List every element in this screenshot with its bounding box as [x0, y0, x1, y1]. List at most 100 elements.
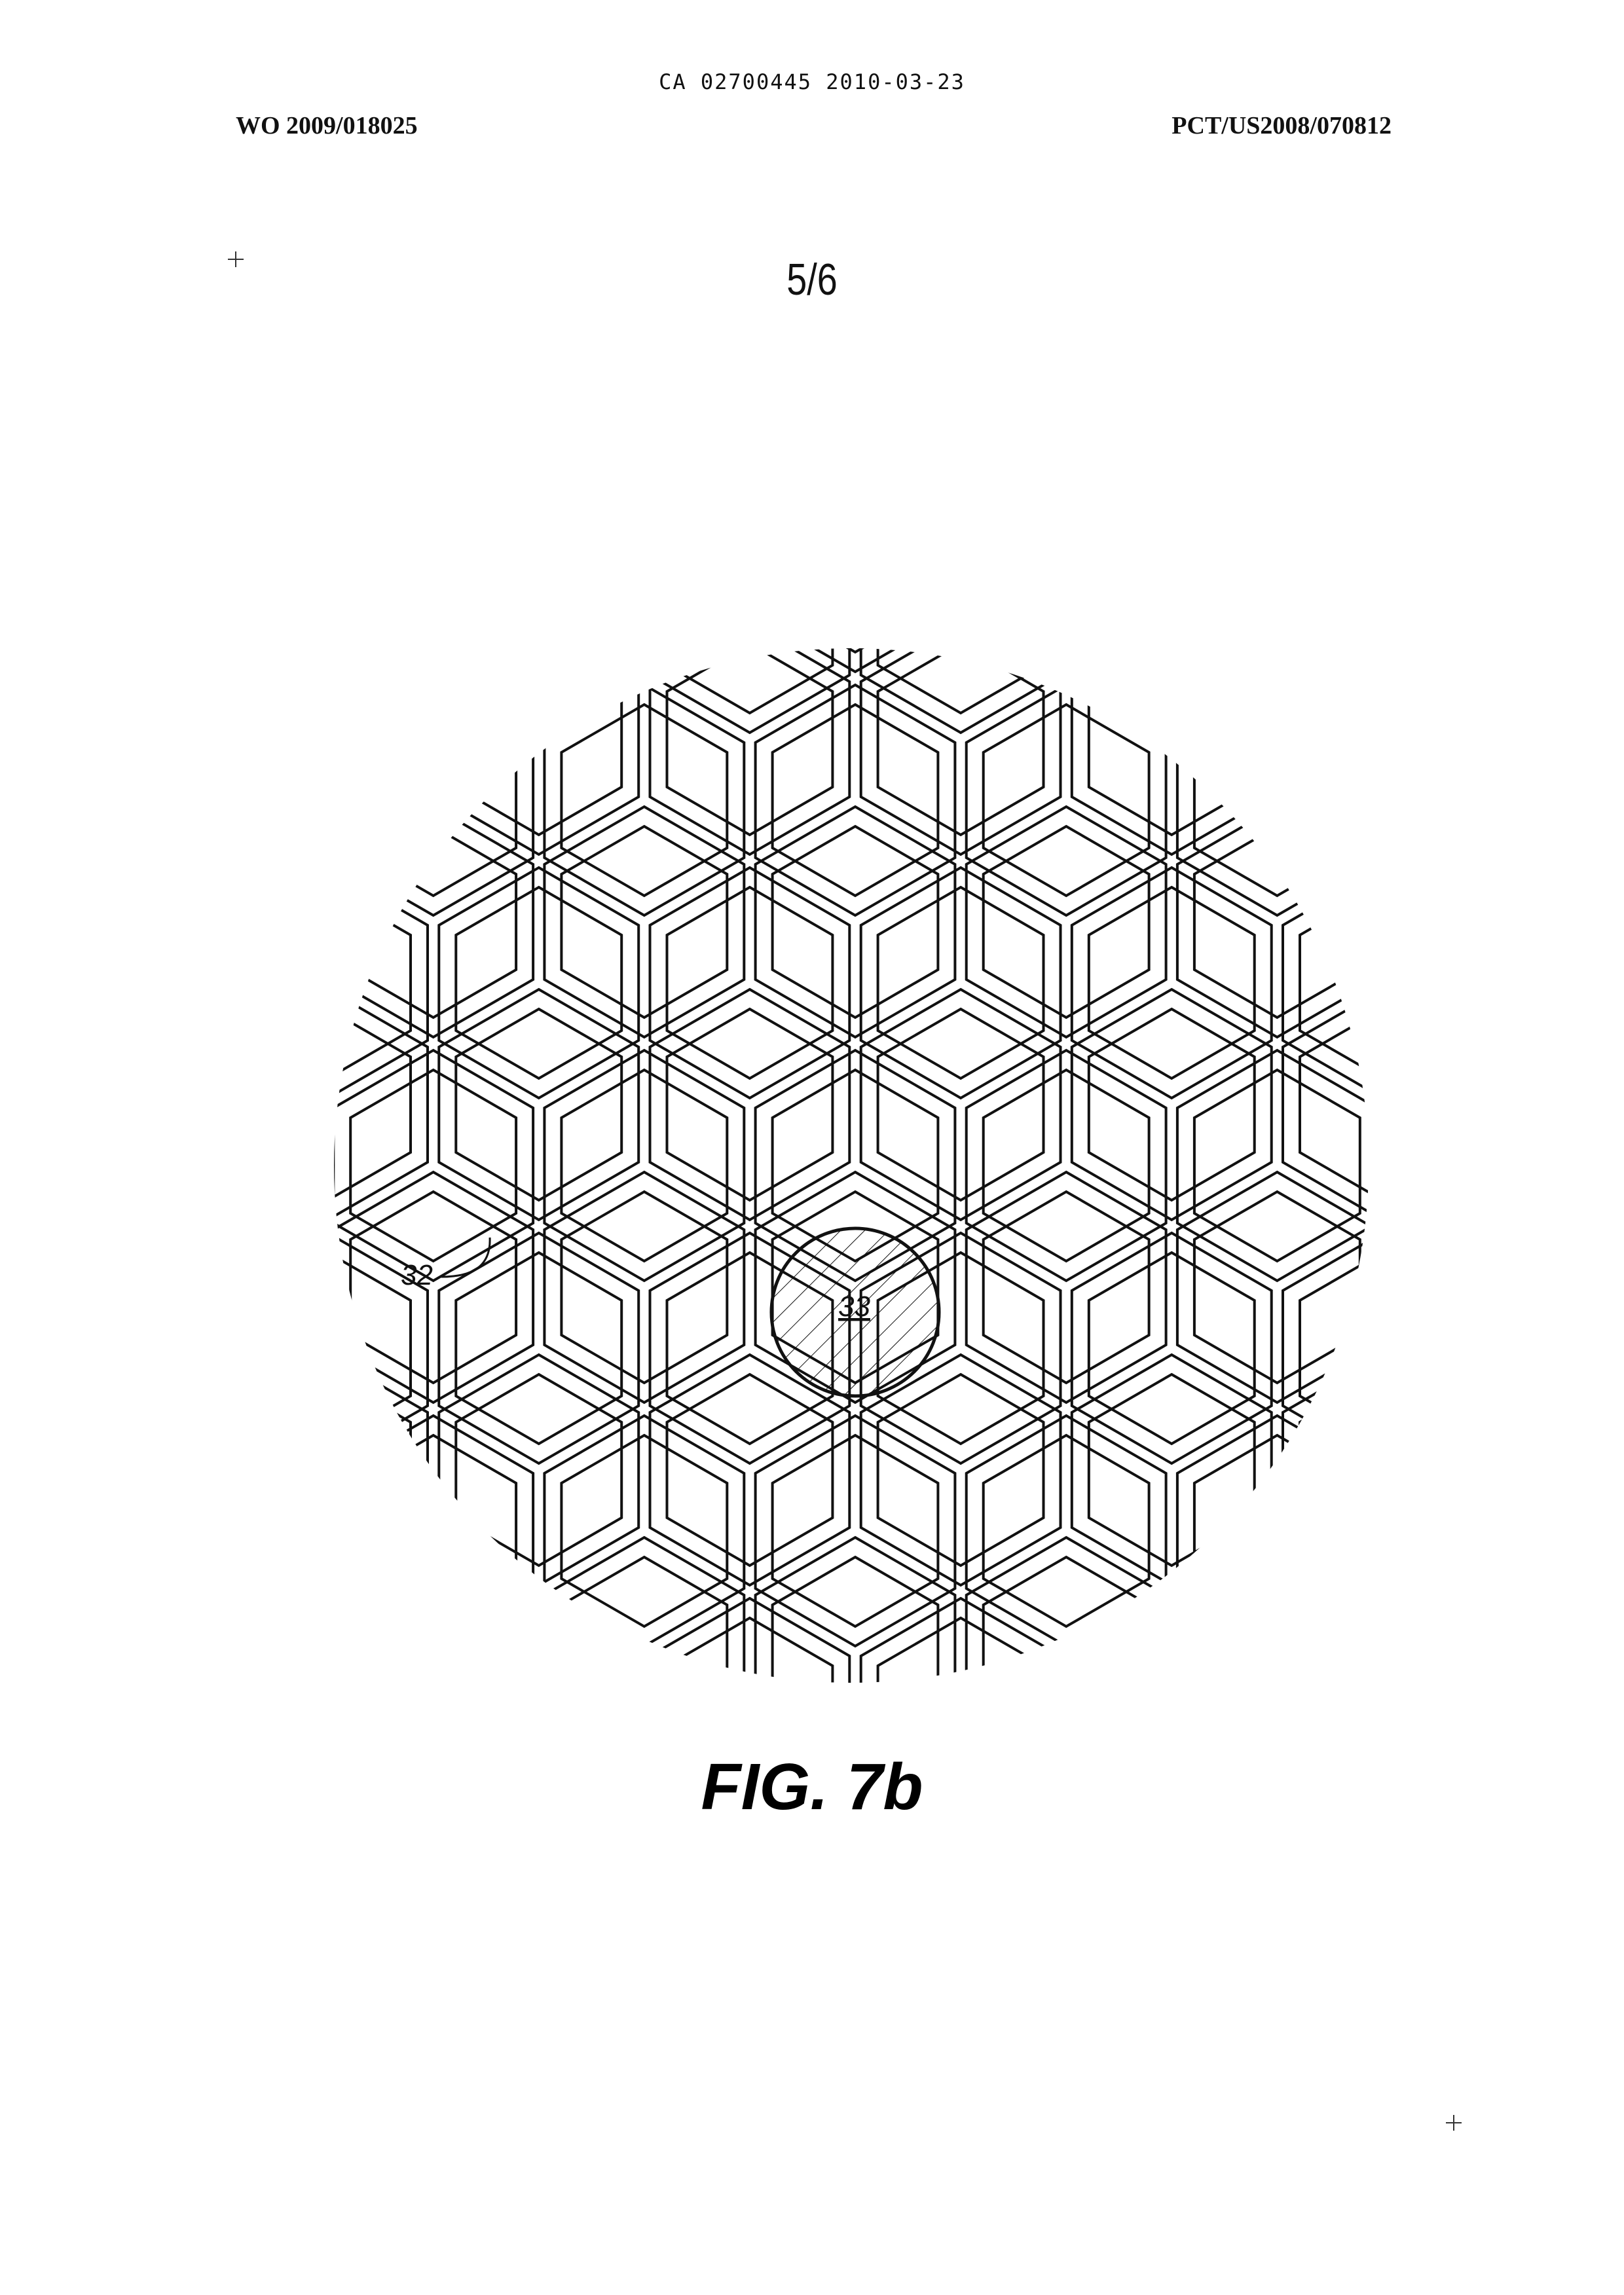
front-lattice-cell-81-inner: [1300, 887, 1466, 1078]
offset-lattice-cell-168-outer: [1388, 1537, 1588, 1768]
front-lattice-cell-115-inner: [245, 1253, 411, 1444]
offset-lattice-cell-10-outer: [861, 259, 1061, 489]
front-lattice-cell-145-inner: [984, 1435, 1149, 1626]
front-lattice-cell-150-outer: [1599, 1416, 1624, 1646]
offset-lattice-cell-14-outer: [1283, 259, 1483, 489]
front-lattice-cell-141-inner: [561, 1435, 727, 1626]
offset-lattice-cell-55-inner: [878, 644, 1044, 835]
front-lattice-cell-151-inner: [1616, 1435, 1624, 1626]
front-lattice-cell-97-inner: [561, 1070, 727, 1261]
offset-lattice-cell-34-outer: [1177, 441, 1377, 672]
front-lattice-cell-13-inner: [984, 339, 1149, 530]
front-lattice-cell-112-outer: [17, 1233, 217, 1463]
offset-lattice-cell-82-outer: [1599, 807, 1624, 1037]
front-lattice-cell-91-inner: [0, 1070, 94, 1261]
offset-lattice-cell-23-inner: [0, 461, 94, 652]
front-lattice-cell-52-outer: [544, 685, 744, 915]
front-lattice-cell-80-outer: [1283, 868, 1483, 1098]
front-lattice-cell-66-outer: [0, 868, 6, 1098]
offset-lattice-cell-50-outer: [439, 624, 638, 854]
front-lattice-cell-110-outer: [0, 1233, 6, 1463]
offset-lattice-cell-157-inner: [139, 1557, 305, 1748]
front-lattice-cell-56-outer: [967, 685, 1166, 915]
offset-lattice-cell-160-outer: [544, 1537, 744, 1768]
offset-lattice-cell-31-inner: [773, 461, 938, 652]
offset-lattice-cell-169-inner: [1405, 1557, 1571, 1748]
front-lattice-cell-61-inner: [1405, 705, 1571, 896]
offset-lattice-cell-38-outer: [1599, 441, 1624, 672]
front-lattice-cell-11-inner: [773, 339, 938, 530]
front-lattice-cell-142-outer: [756, 1416, 955, 1646]
offset-lattice-cell-101-inner: [1089, 1009, 1255, 1200]
front-lattice-cell-31-inner: [667, 522, 833, 713]
front-lattice-cell-70-outer: [228, 868, 428, 1098]
offset-lattice-cell-136-outer: [228, 1355, 428, 1585]
front-lattice-cell-28-outer: [439, 502, 638, 733]
offset-lattice-cell-36-outer: [1388, 441, 1588, 672]
offset-lattice-cell-116-outer: [544, 1172, 744, 1403]
offset-lattice-cell-3-inner: [34, 278, 200, 469]
front-lattice-cell-5-inner: [139, 339, 305, 530]
front-lattice-cell-134-outer: [0, 1416, 111, 1646]
front-lattice-cell-50-outer: [333, 685, 533, 915]
front-lattice-cell-51-inner: [350, 705, 516, 896]
offset-lattice-cell-59-inner: [1300, 644, 1466, 835]
offset-lattice-cell-74-outer: [756, 807, 955, 1037]
front-lattice-cell-25-inner: [34, 522, 200, 713]
front-lattice-cell-114-outer: [228, 1233, 428, 1463]
offset-lattice-cell-4-outer: [228, 259, 428, 489]
front-lattice-cell-146-outer: [1177, 1416, 1377, 1646]
offset-lattice-cell-32-outer: [967, 441, 1166, 672]
front-lattice-cell-127-inner: [1511, 1253, 1624, 1444]
offset-lattice-cell-54-outer: [861, 624, 1061, 854]
front-lattice-cell-29-inner: [456, 522, 621, 713]
offset-lattice-cell-69-inner: [139, 826, 305, 1018]
offset-lattice-cell-115-inner: [350, 1192, 516, 1383]
front-lattice-cell-125-inner: [1300, 1253, 1466, 1444]
front-lattice-cell-35-inner: [1089, 522, 1255, 713]
front-lattice-cell-16-outer: [1388, 320, 1588, 550]
offset-lattice-cell-134-outer: [17, 1355, 217, 1585]
front-lattice-cell-59-inner: [1194, 705, 1360, 896]
offset-lattice-cell-159-inner: [350, 1557, 516, 1748]
offset-lattice-cell-144-outer: [1072, 1355, 1272, 1585]
offset-lattice-cell-68-outer: [122, 807, 322, 1037]
front-lattice-cell-8-outer: [544, 320, 744, 550]
offset-lattice-cell-120-outer: [967, 1172, 1166, 1403]
registration-mark-top-left: [228, 251, 244, 267]
front-lattice-cell-27-inner: [245, 522, 411, 713]
front-lattice-cell-94-outer: [333, 1050, 533, 1281]
front-lattice-cell-7-inner: [350, 339, 516, 530]
offset-lattice-cell-12-outer: [1072, 259, 1272, 489]
front-lattice-cell-139-inner: [350, 1435, 516, 1626]
front-lattice-cell-18-outer: [1599, 320, 1624, 550]
offset-lattice-cell-122-outer: [1177, 1172, 1377, 1403]
front-lattice-cell-107-inner: [1616, 1070, 1624, 1261]
front-lattice-cell-181-inner: [139, 1801, 305, 1992]
offset-lattice-cell-52-outer: [650, 624, 850, 854]
offset-lattice-cell-158-outer: [333, 1537, 533, 1768]
offset-lattice-cell-80-outer: [1388, 807, 1588, 1037]
offset-lattice-cell-135-inner: [34, 1374, 200, 1566]
figure-caption: FIG. 7b: [0, 1750, 1624, 1825]
offset-lattice-cell-97-inner: [667, 1009, 833, 1200]
front-lattice-cell-135-inner: [0, 1435, 94, 1626]
front-lattice-cell-53-inner: [561, 705, 727, 896]
front-lattice-cell-63-inner: [1616, 705, 1624, 896]
offset-lattice-cell-17-inner: [1511, 278, 1624, 469]
front-lattice-cell-73-inner: [456, 887, 621, 1078]
front-lattice-cell-69-inner: [34, 887, 200, 1078]
front-lattice-cell-17-inner: [1405, 339, 1571, 530]
offset-lattice-cell-35-inner: [1194, 461, 1360, 652]
offset-lattice-cell-123-inner: [1194, 1192, 1360, 1383]
front-lattice-cell-144-outer: [967, 1416, 1166, 1646]
front-lattice-cell-96-outer: [544, 1050, 744, 1281]
front-lattice-cell-103-inner: [1194, 1070, 1360, 1261]
front-lattice-cell-102-outer: [1177, 1050, 1377, 1281]
offset-lattice-cell-143-inner: [878, 1374, 1044, 1566]
front-lattice-cell-79-inner: [1089, 887, 1255, 1078]
front-lattice-cell-93-inner: [139, 1070, 305, 1261]
offset-lattice-cell-78-outer: [1177, 807, 1377, 1037]
offset-lattice-cell-102-outer: [1283, 989, 1483, 1220]
offset-lattice-cell-48-outer: [228, 624, 428, 854]
